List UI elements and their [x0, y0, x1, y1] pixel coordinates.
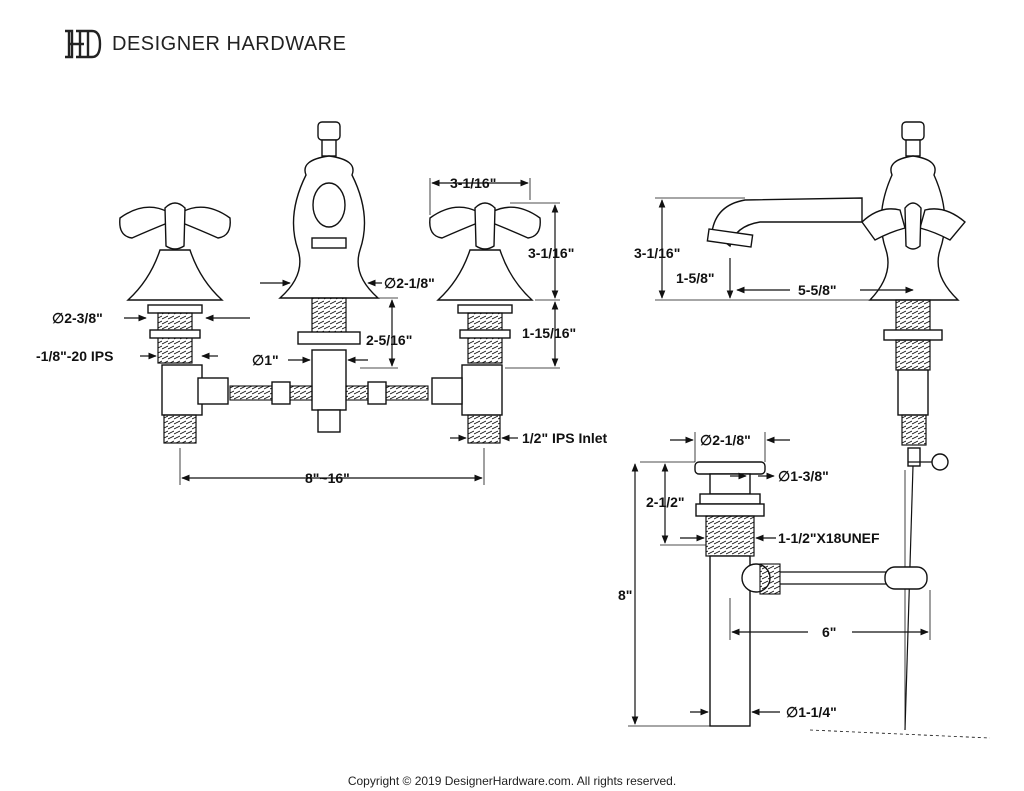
side-dimension-lines: [655, 197, 914, 301]
label-drain-body-dia: ∅1-3/8": [778, 468, 829, 484]
label-spout-stem-height: 2-5/16": [366, 332, 412, 348]
label-side-height: 3-1/16": [634, 245, 680, 261]
label-spout-stem-dia: ∅1": [252, 352, 279, 368]
label-lift-rod: 6": [822, 624, 836, 640]
label-spout-base-dia: ∅2-1/8": [384, 275, 435, 291]
side-view-drawing: [706, 121, 966, 731]
label-shank-thread: -1/8"-20 IPS: [36, 348, 113, 364]
brand-header: DESIGNER HARDWARE: [62, 26, 346, 62]
label-drain-total: 8": [618, 587, 632, 603]
label-handle-span: 3-1/16": [450, 175, 496, 191]
label-shank-length: 1-15/16": [522, 325, 576, 341]
label-handle-height: 3-1/16": [528, 245, 574, 261]
label-drain-top-dia: ∅2-1/8": [700, 432, 751, 448]
drain-dimension-lines: [628, 432, 931, 727]
label-tailpiece-dia: ∅1-1/4": [786, 704, 837, 720]
center-spout-drawing: [229, 121, 429, 433]
label-drain-thread: 1-1/2"X18UNEF: [778, 530, 880, 546]
label-inlet: 1/2" IPS Inlet: [522, 430, 608, 446]
copyright-footer: Copyright © 2019 DesignerHardware.com. A…: [347, 774, 677, 788]
dimension-labels: 3-1/16" 3-1/16" ∅2-3/8" -1/8"-20 IPS ∅2-…: [36, 175, 880, 720]
front-dimension-lines: [124, 178, 560, 485]
label-spread: 8"~16": [305, 470, 350, 486]
label-handle-dia: ∅2-3/8": [52, 310, 103, 326]
label-side-reach: 5-5/8": [798, 282, 837, 298]
drain-drawing: [694, 461, 991, 739]
brand-name: DESIGNER HARDWARE: [112, 32, 347, 55]
label-drain-height: 2-1/2": [646, 494, 685, 510]
label-side-spout-height: 1-5/8": [676, 270, 715, 286]
dh-monogram-logo-icon: [65, 29, 102, 59]
right-handle-drawing: [429, 202, 541, 444]
left-handle-drawing: [119, 202, 231, 444]
